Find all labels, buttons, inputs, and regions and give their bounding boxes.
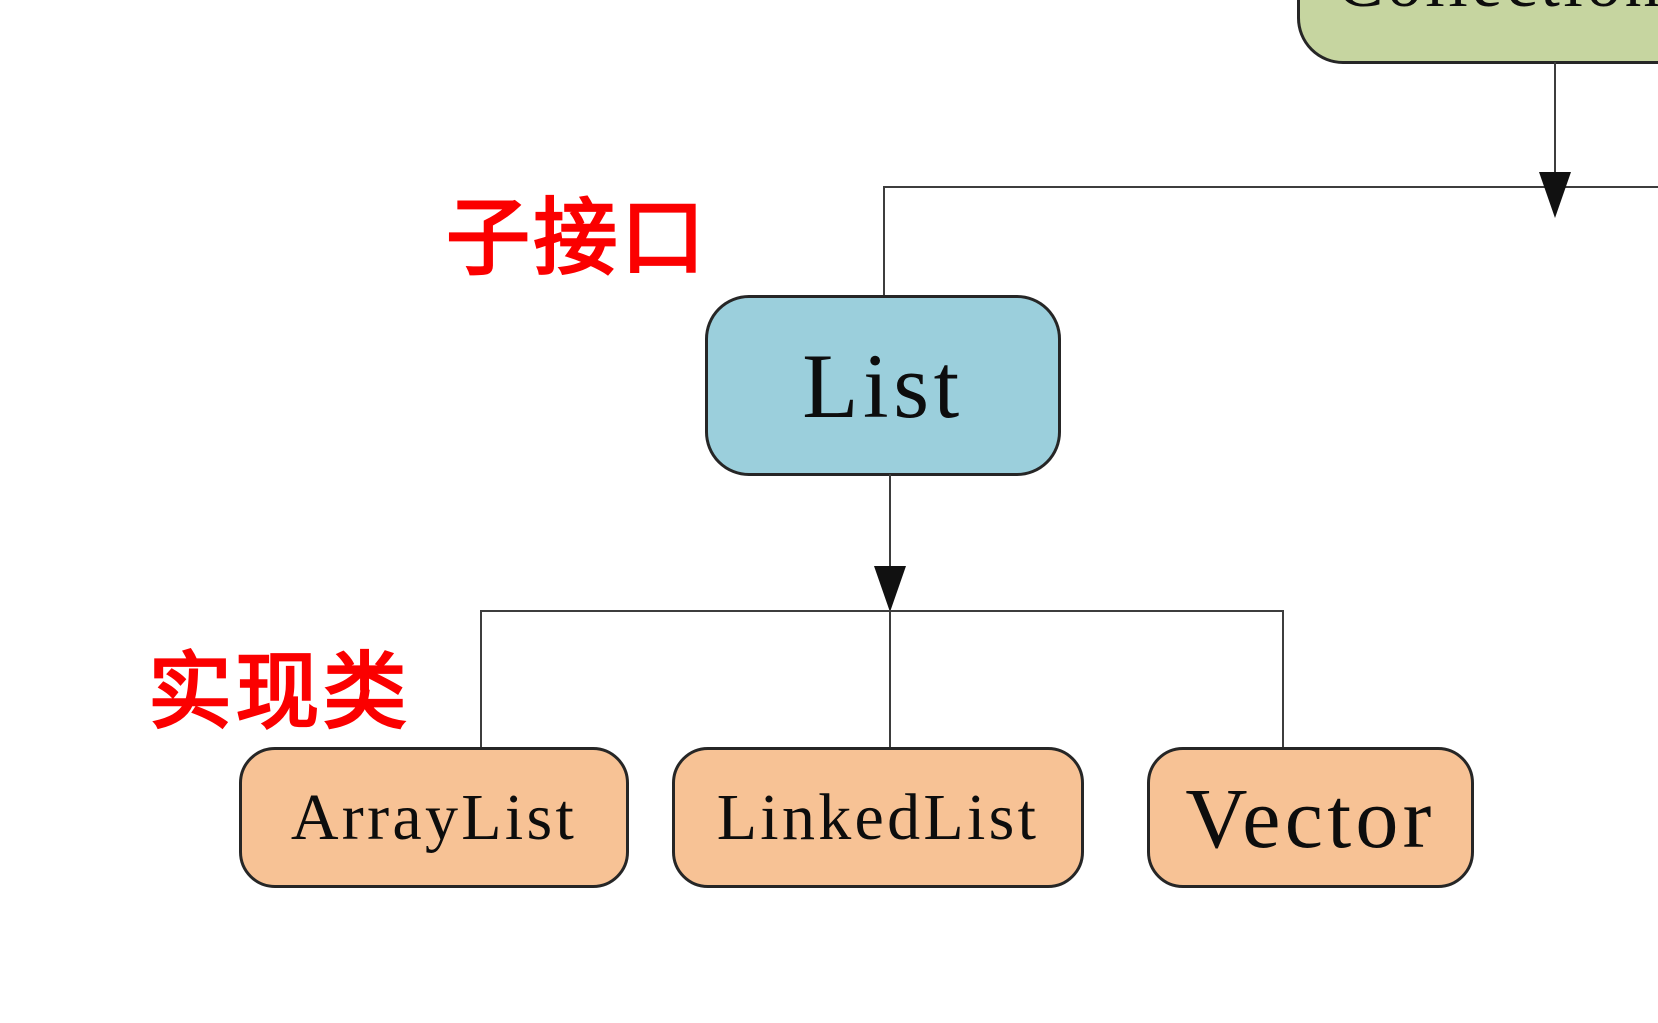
node-list-label: List bbox=[802, 334, 964, 437]
edge-collection-vline bbox=[1554, 62, 1556, 188]
node-list: List bbox=[705, 295, 1061, 476]
node-linkedlist-label: LinkedList bbox=[716, 780, 1040, 854]
node-vector-label: Vector bbox=[1185, 769, 1436, 866]
edge-fork-hline bbox=[481, 610, 1284, 612]
edge-junction-to-list-vline bbox=[883, 186, 885, 296]
node-arraylist: ArrayList bbox=[239, 747, 629, 888]
node-collection: Collection bbox=[1297, 0, 1658, 64]
edge-list-down-vline bbox=[889, 474, 891, 570]
annotation-sub-interface: 子接口 bbox=[446, 193, 709, 286]
edge-fork-to-linkedlist-vline bbox=[889, 610, 891, 748]
edge-fork-to-vector-vline bbox=[1282, 610, 1284, 748]
node-vector: Vector bbox=[1147, 747, 1474, 888]
edge-fork-to-arraylist-vline bbox=[480, 610, 482, 748]
collection-arrowhead-down-icon bbox=[1539, 172, 1571, 218]
list-arrowhead-down-icon bbox=[874, 566, 906, 612]
annotation-impl-class: 实现类 bbox=[148, 647, 411, 740]
edge-junction-hline bbox=[883, 186, 1658, 188]
node-arraylist-label: ArrayList bbox=[290, 780, 578, 854]
node-linkedlist: LinkedList bbox=[672, 747, 1084, 888]
node-collection-label: Collection bbox=[1300, 0, 1658, 19]
